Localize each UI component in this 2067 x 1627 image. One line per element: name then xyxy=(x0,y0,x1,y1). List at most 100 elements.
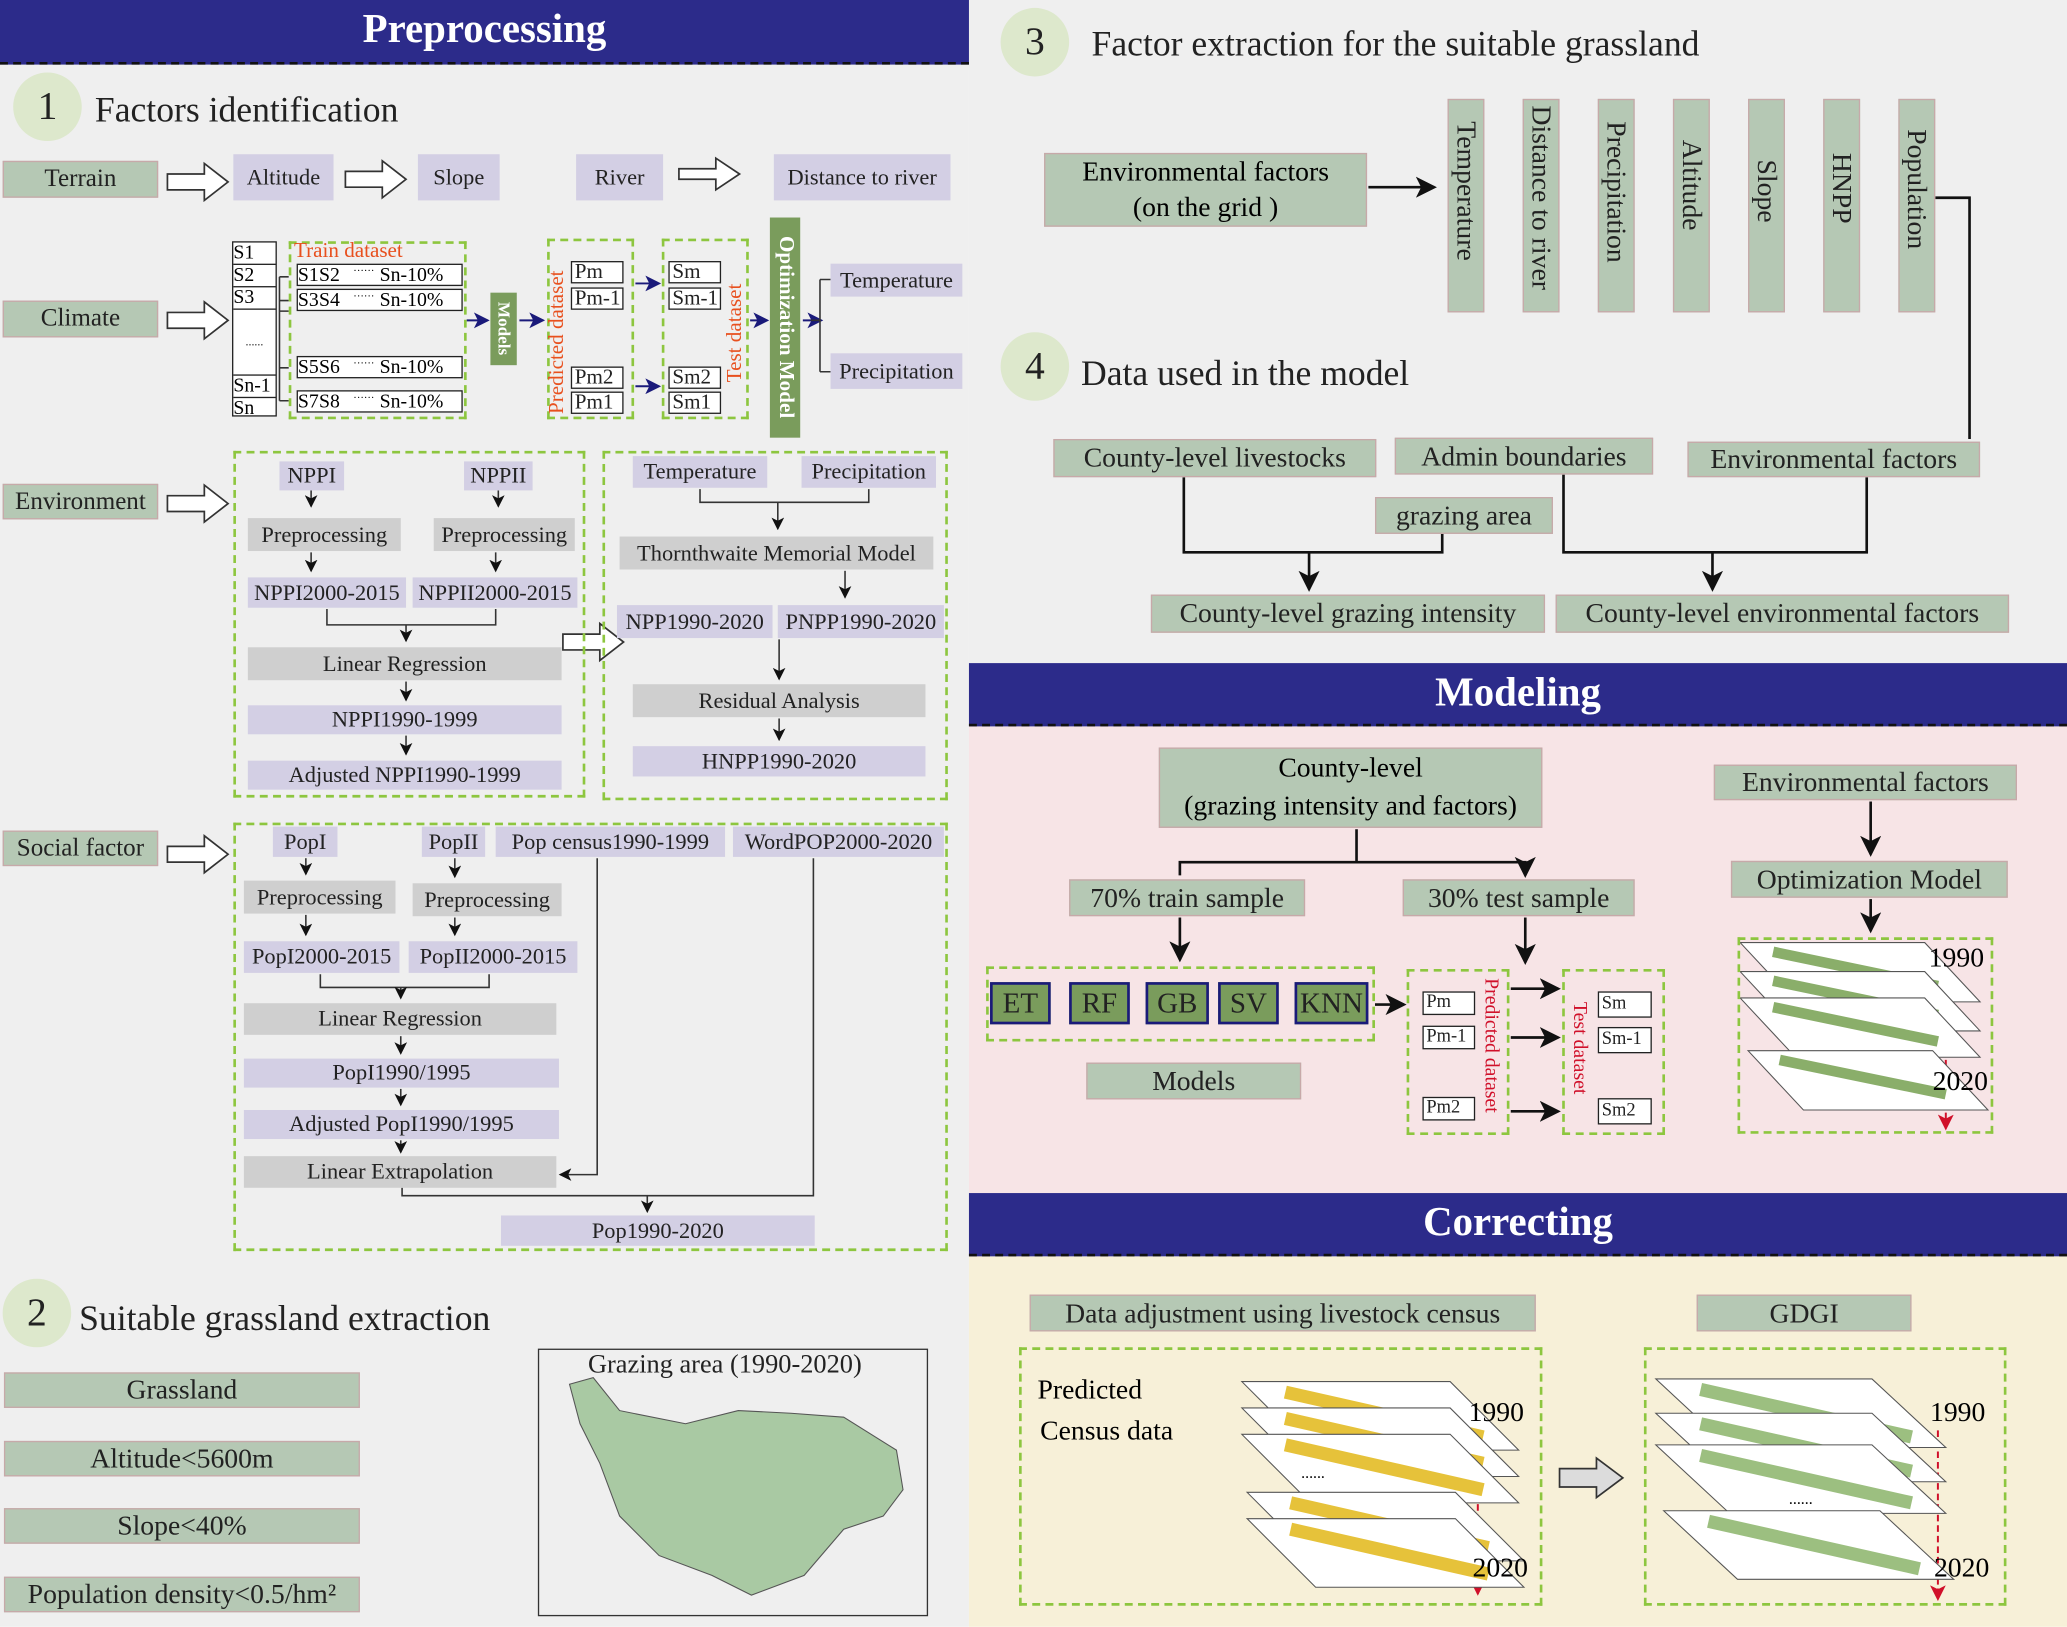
preprocessing-box: Preprocessing xyxy=(433,518,575,552)
social-factor-box: Social factor xyxy=(2,830,159,867)
environmental-factors-box: Environmental factors xyxy=(1687,441,1981,478)
optimization-model-box: Optimization Model xyxy=(769,217,801,438)
cell: Sn-10% xyxy=(379,357,444,379)
adjusted-nppi-box: Adjusted NPPI1990-1999 xyxy=(247,760,562,790)
data-used-title: Data used in the model xyxy=(1081,353,1410,393)
altitude-box: Altitude xyxy=(233,154,334,201)
population-group xyxy=(233,822,948,1252)
step-4-badge: 4 xyxy=(1000,332,1070,401)
step-1-badge: 1 xyxy=(13,72,82,142)
cell: S5 xyxy=(297,357,319,379)
popii-box: PopII xyxy=(421,826,486,857)
predicted-dataset-label: Predicted dataset xyxy=(1480,978,1502,1113)
cell: S1 xyxy=(297,264,319,287)
station: Sn xyxy=(233,398,255,420)
worldpop-box: WordPOP2000-2020 xyxy=(732,826,944,857)
cell: Sn-10% xyxy=(379,391,444,413)
precipitation-box: Precipitation xyxy=(830,353,963,389)
pm-box: Pm2 xyxy=(570,366,624,389)
linear-regression-box: Linear Regression xyxy=(243,1003,557,1035)
cell: S7 xyxy=(297,391,319,413)
gdgi-layer-stack xyxy=(1654,1378,1956,1580)
line: (on the grid ) xyxy=(1132,191,1279,223)
sm-box: Sm xyxy=(668,260,722,284)
preprocessing-box: Preprocessing xyxy=(247,518,401,552)
test-dataset-group xyxy=(661,238,749,420)
sm-box: Sm1 xyxy=(668,391,722,414)
factor-temperature: Temperature xyxy=(1447,98,1485,313)
model-rf: RF xyxy=(1069,982,1130,1025)
terrain-box: Terrain xyxy=(2,160,159,198)
cell: S4 xyxy=(319,290,340,312)
extraction-panel xyxy=(968,0,2067,664)
hnpp-box: HNPP1990-2020 xyxy=(632,746,926,777)
suitable-grassland-title: Suitable grassland extraction xyxy=(79,1298,491,1339)
year-end-label: 2020 xyxy=(1933,1551,1990,1584)
step-2-badge: 2 xyxy=(2,1278,72,1348)
predicted-layer-stack xyxy=(1240,1381,1526,1588)
year-start-label: 1990 xyxy=(1468,1396,1524,1428)
nppi-early-box: NPPI1990-1999 xyxy=(247,705,562,735)
predicted-dataset-group xyxy=(1406,968,1510,1136)
river-box: River xyxy=(576,154,664,201)
line: (grazing intensity and factors) xyxy=(1184,789,1518,822)
sm-box: Sm-1 xyxy=(668,287,722,310)
train-dataset-group xyxy=(288,241,467,420)
grazing-area-map xyxy=(568,1377,904,1596)
train-dataset-label: Train dataset xyxy=(293,239,403,263)
map-title: Grazing area (1990-2020) xyxy=(587,1349,862,1379)
temperature-box: Temperature xyxy=(830,263,963,297)
cell: Sn-10% xyxy=(379,264,444,287)
station-ellipsis: ...... xyxy=(233,310,276,376)
pop-census-box: Pop census1990-1999 xyxy=(495,826,726,857)
test-sample-box: 30% test sample xyxy=(1402,879,1635,917)
model-knn: KNN xyxy=(1294,982,1369,1025)
modeling-header: Modeling xyxy=(968,663,2067,727)
pm-box: Pm1 xyxy=(570,391,624,414)
predicted-dataset-group xyxy=(547,238,635,420)
popi-range-box: PopI2000-2015 xyxy=(243,941,400,973)
year-start-label: 1990 xyxy=(1928,941,1985,973)
nppii-box: NPPII xyxy=(464,461,533,491)
test-dataset-label: Test dataset xyxy=(1568,1001,1590,1095)
model-sv: SV xyxy=(1218,982,1279,1025)
census-adjustment-group xyxy=(1019,1347,1543,1606)
grazing-area-map-frame xyxy=(537,1348,929,1617)
popii-range-box: PopII2000-2015 xyxy=(408,941,578,973)
factor-extraction-title: Factor extraction for the suitable grass… xyxy=(1091,23,1700,64)
distance-to-river-box: Distance to river xyxy=(773,154,951,201)
year-end-label: 2020 xyxy=(1472,1551,1528,1584)
adjusted-popi-box: Adjusted PopI1990/1995 xyxy=(243,1110,559,1140)
precipitation-box: Precipitation xyxy=(801,456,936,488)
optimized-output-group xyxy=(1737,937,1994,1134)
station-list: S1 S2 S3 ...... Sn-1 Sn xyxy=(232,241,277,420)
factor-slope: Slope xyxy=(1748,98,1785,313)
factor-precipitation: Precipitation xyxy=(1597,98,1635,313)
cell: S6 xyxy=(319,357,340,379)
census-data-label: Census data xyxy=(1040,1414,1174,1447)
factor-altitude: Altitude xyxy=(1672,98,1710,313)
slope-box: Slope xyxy=(417,154,500,201)
gdgi-box: GDGI xyxy=(1696,1294,1912,1332)
model-gb: GB xyxy=(1145,982,1209,1025)
cell: S2 xyxy=(319,264,340,287)
preprocessing-header: Preprocessing xyxy=(0,0,969,65)
model-et: ET xyxy=(990,982,1051,1025)
sm-box: Sm2 xyxy=(1597,1098,1652,1125)
optimization-model-box: Optimization Model xyxy=(1730,860,2008,898)
preprocessing-box: Preprocessing xyxy=(243,880,396,914)
modeling-layer-stack xyxy=(1738,942,1990,1111)
residual-analysis-box: Residual Analysis xyxy=(632,684,926,718)
correcting-header: Correcting xyxy=(968,1193,2067,1257)
sm-box: Sm-1 xyxy=(1597,1026,1652,1054)
popi-early-box: PopI1990/1995 xyxy=(243,1058,559,1088)
gdgi-output-group xyxy=(1643,1347,2007,1606)
county-livestocks-box: County-level livestocks xyxy=(1053,438,1377,478)
nppii-range-box: NPPII2000-2015 xyxy=(412,577,578,608)
test-dataset-group xyxy=(1562,968,1666,1136)
train-sample-box: 70% train sample xyxy=(1069,879,1306,917)
line: County-level xyxy=(1278,751,1423,784)
